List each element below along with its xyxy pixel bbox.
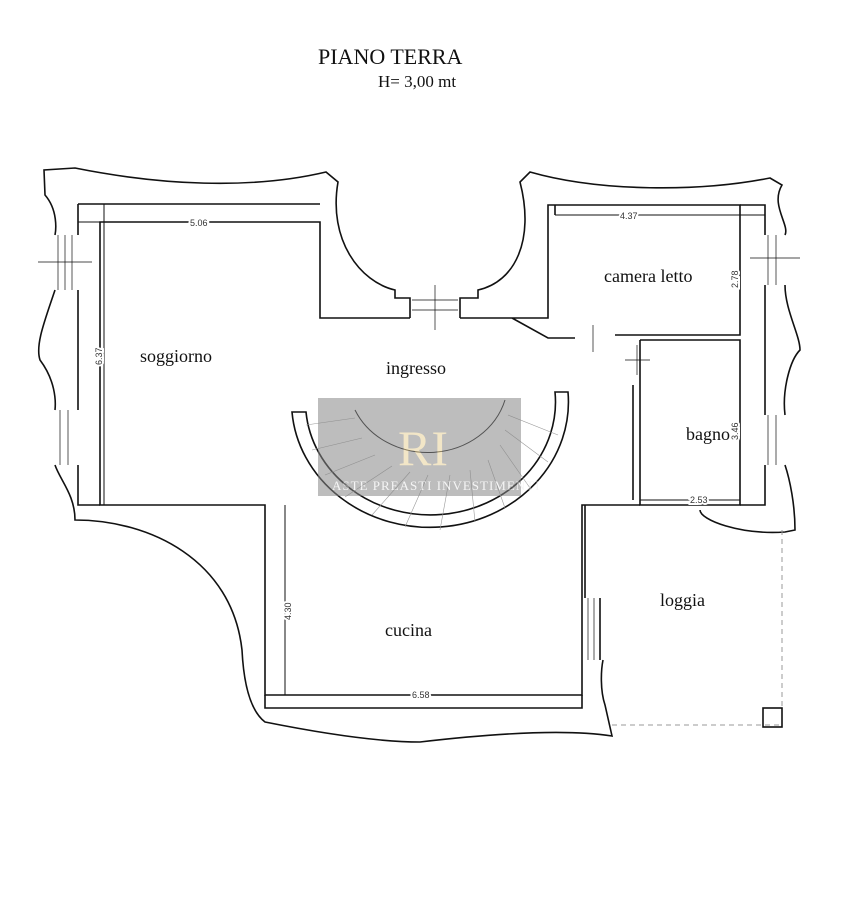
room-bagno: bagno [686,424,730,444]
ceiling-height: H= 3,00 mt [378,72,457,91]
door-entrance [412,285,458,330]
room-loggia: loggia [660,590,705,610]
outer-wall-left [37,167,614,743]
window-right-bottom [767,415,777,465]
window-left-top [38,235,92,290]
dim-bagno-depth: 3.46 [730,422,740,440]
watermark-text: ASTE PREASTI INVESTIMENTI [332,478,540,493]
room-camera-letto: camera letto [604,266,692,286]
door-markers [592,325,650,375]
wall-thick-lines [77,203,766,709]
outer-wall-right [459,171,801,534]
dim-cucina-depth: 4.30 [283,602,293,620]
plan-title: PIANO TERRA [318,44,463,69]
window-cucina [587,598,595,660]
dim-soggiorno-depth: 6.37 [94,347,104,365]
loggia-pillar [762,707,783,728]
dim-bagno-width: 2.53 [690,495,708,505]
window-left-bottom [59,410,69,465]
loggia-outline [612,530,783,726]
dim-soggiorno-width: 5.06 [190,218,208,228]
room-cucina: cucina [385,620,432,640]
dim-camera-depth: 2.78 [730,270,740,288]
dim-camera-width: 4.37 [620,211,638,221]
inner-wall-camera [460,204,741,339]
room-ingresso: ingresso [386,358,446,378]
window-right-top [750,235,800,285]
dim-cucina-width: 6.58 [412,690,430,700]
inner-wall-bagno [632,339,741,506]
staircase [291,391,570,529]
room-soggiorno: soggiorno [140,346,212,366]
watermark: RI ASTE PREASTI INVESTIMENTI [318,398,540,496]
watermark-logo: RI [398,420,448,476]
